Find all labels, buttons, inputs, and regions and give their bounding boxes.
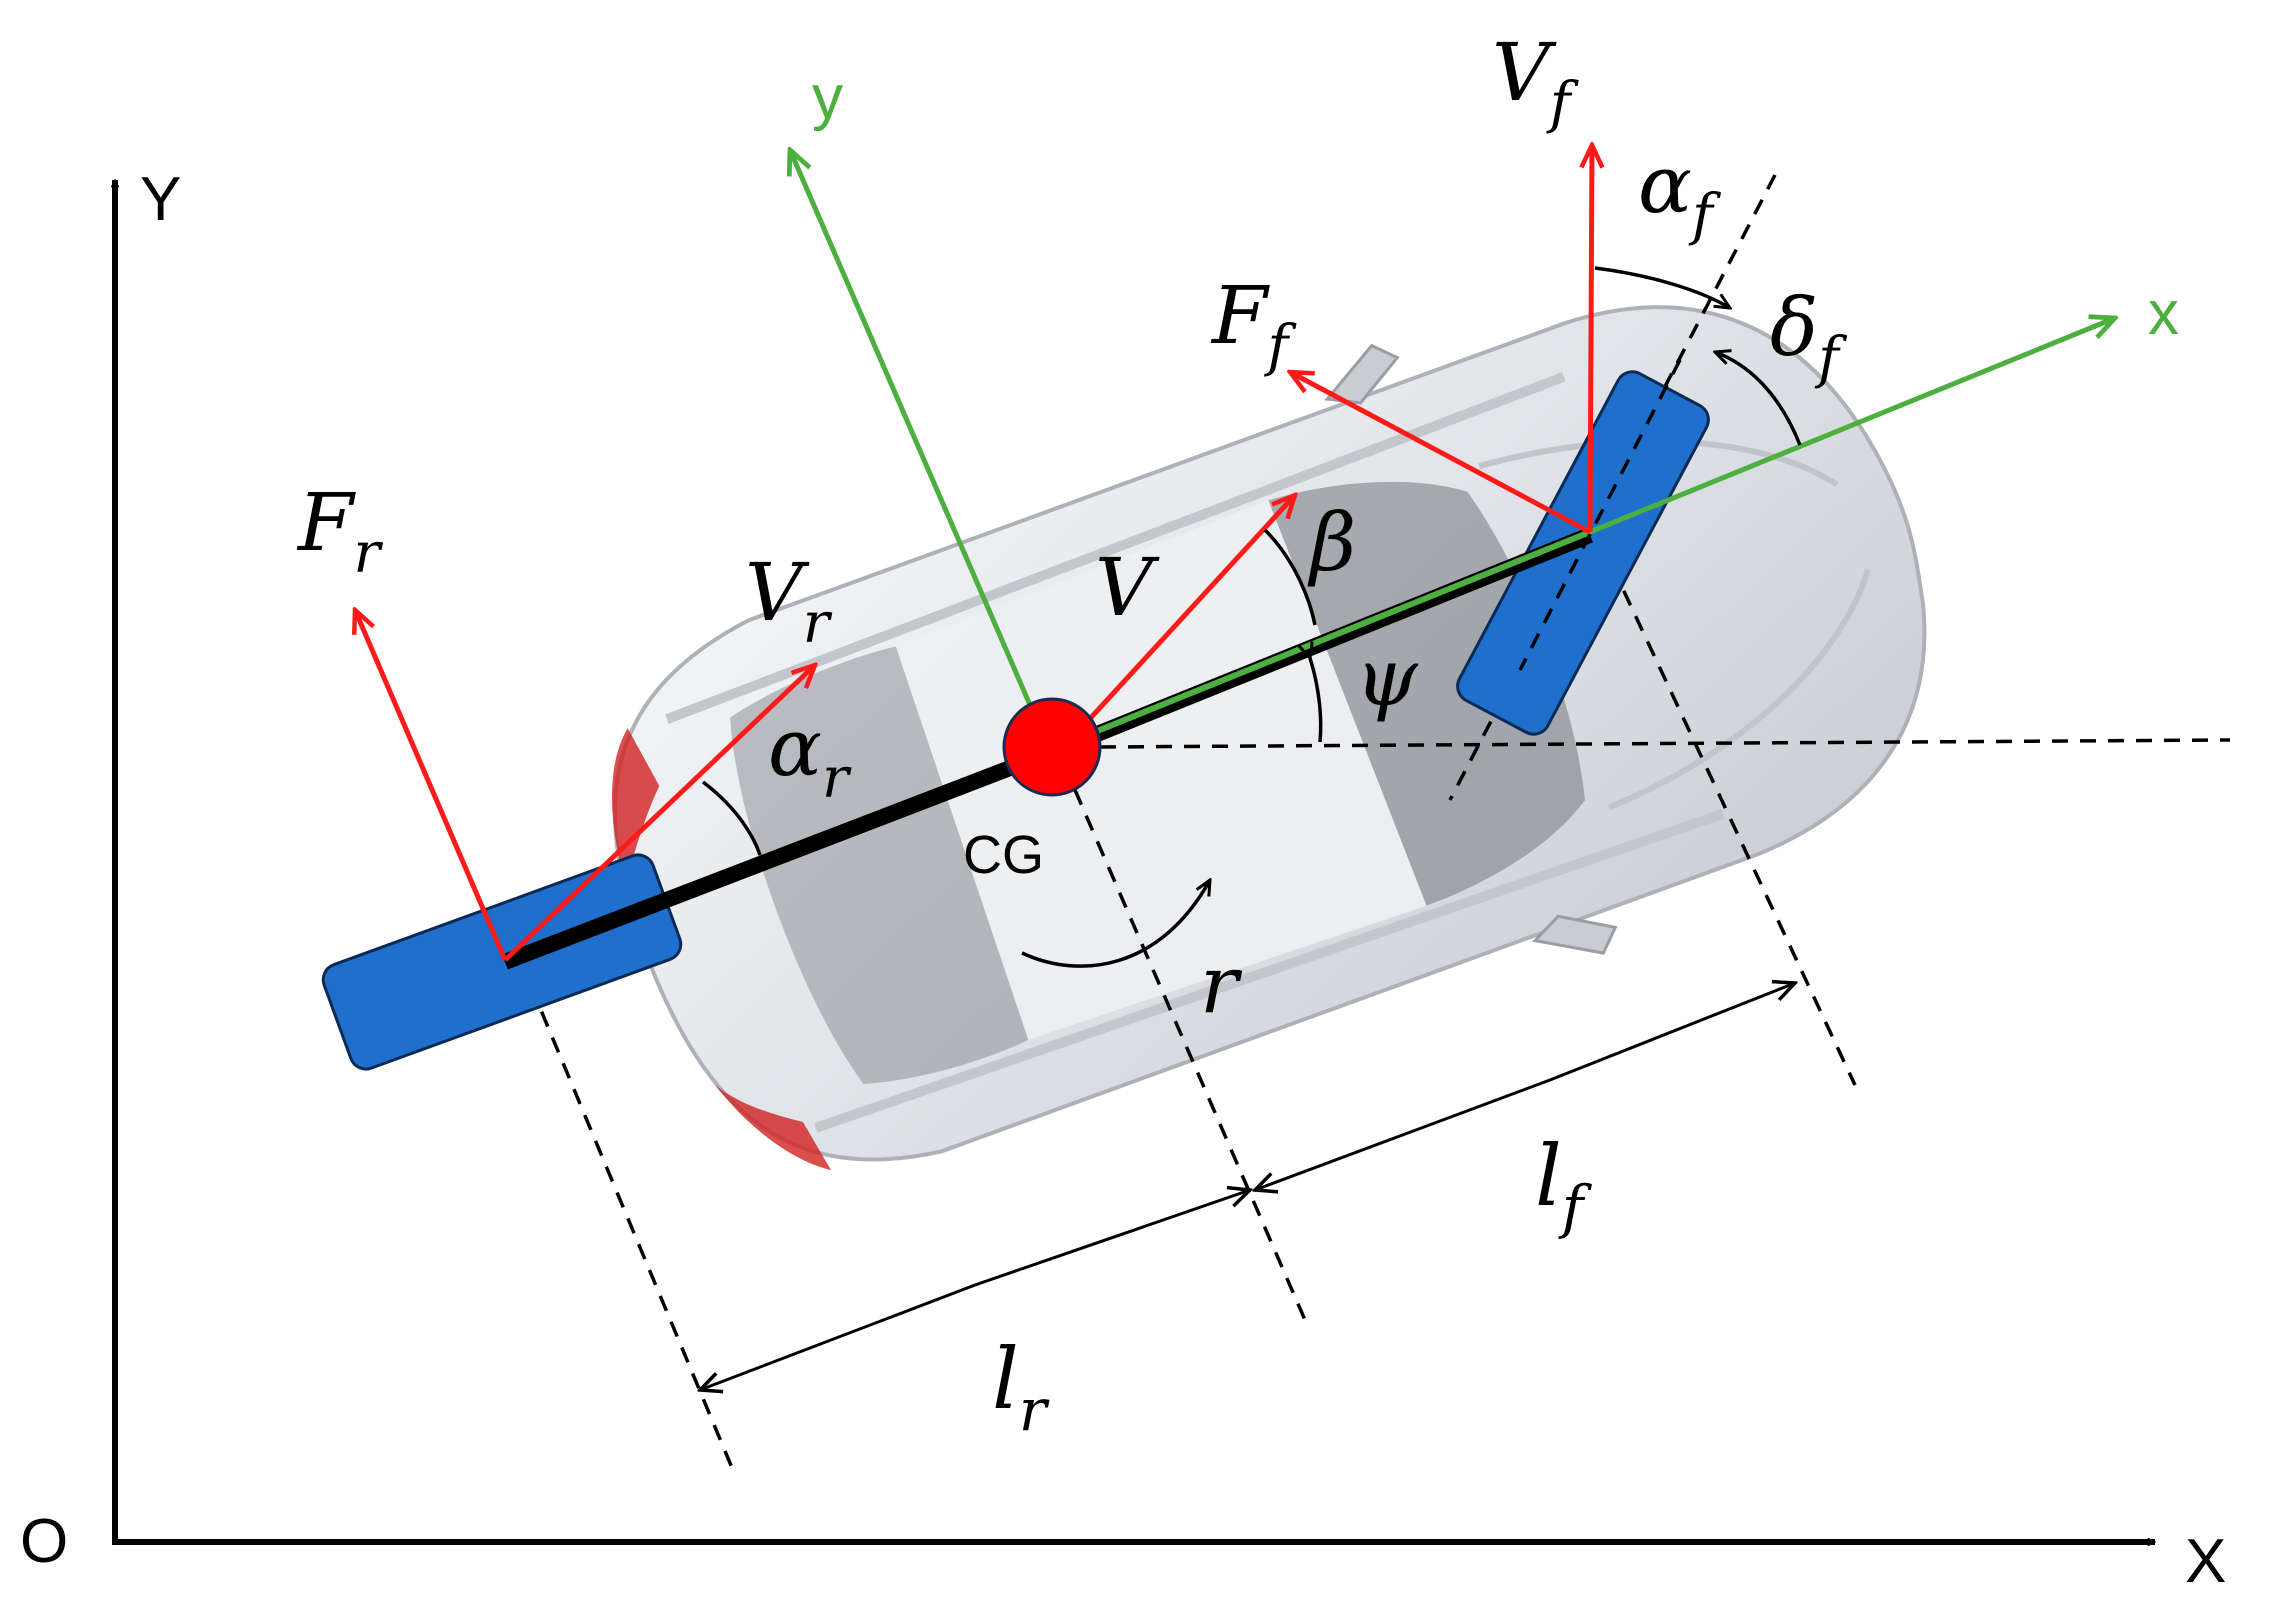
center-of-gravity-dot-icon [1002, 697, 1102, 797]
alpha-f-label: αf [1638, 138, 1722, 248]
velocity-Vr-arrow [503, 665, 815, 962]
body-frame-axes [790, 150, 2115, 706]
angle-arcs [701, 266, 1802, 968]
body-x-centerline [1068, 529, 1592, 745]
cg-projection-line [1073, 789, 1307, 1321]
global-axes [112, 180, 2155, 1545]
rear-projection-line [518, 959, 737, 1476]
lf-dimension-arrow-right [1549, 983, 1795, 1082]
dimension-arrows [700, 983, 1795, 1390]
delta-f-arc [1715, 352, 1802, 446]
front-steer-line [1448, 174, 1777, 801]
lr-dimension-arrow-left [700, 1283, 976, 1390]
alpha-r-arc [701, 780, 762, 856]
body-y-label: y [812, 63, 843, 132]
global-x-label: X [2185, 1527, 2226, 1596]
psi-label: ψ [1355, 631, 1419, 724]
rear-wheel [321, 853, 683, 1071]
Vf-label: Vf [1492, 26, 1580, 136]
global-y-label: Y [140, 165, 181, 234]
front-wheel [1456, 370, 1710, 736]
vectors [355, 145, 1592, 962]
beta-arc [1263, 528, 1317, 626]
body-x-axis [1589, 318, 2115, 535]
V-label: V [1095, 541, 1160, 634]
origin-label: O [20, 1507, 68, 1576]
horizontal-reference-line [1099, 738, 2231, 749]
psi-arc [1310, 658, 1323, 743]
velocity-Vf-arrow [1590, 145, 1592, 533]
Vr-label: Vr [745, 546, 833, 656]
yaw-rate-label: r [1200, 938, 1243, 1031]
wheelbase-rear-segment [502, 737, 1073, 970]
alpha-f-arc [1594, 266, 1730, 308]
force-Fr-arrow [355, 610, 508, 961]
Ff-label: Ff [1210, 269, 1298, 379]
reference-lines [518, 174, 2231, 1476]
Fr-label: Fr [296, 476, 384, 586]
lr-dimension-arrow-right [974, 1190, 1250, 1287]
body-x-label: x [2148, 279, 2179, 348]
curved-arrow-icon [1021, 880, 1210, 968]
lf-dimension-arrow-left [1255, 1078, 1551, 1190]
lf-label: lf [1535, 1127, 1593, 1241]
tire-rect-icon [1456, 370, 1710, 736]
cg-label: CG [963, 825, 1044, 885]
front-steer-line-overlay [1518, 359, 1682, 671]
beta-label: β [1307, 496, 1356, 589]
velocity-V-arrow [1073, 495, 1295, 737]
force-Ff-arrow [1290, 372, 1592, 535]
body-y-axis [790, 150, 1033, 706]
tire-rect-icon [321, 853, 683, 1071]
alpha-r-label: αr [768, 701, 852, 811]
delta-f-label: δf [1770, 281, 1848, 391]
lr-label: lr [992, 1330, 1050, 1444]
